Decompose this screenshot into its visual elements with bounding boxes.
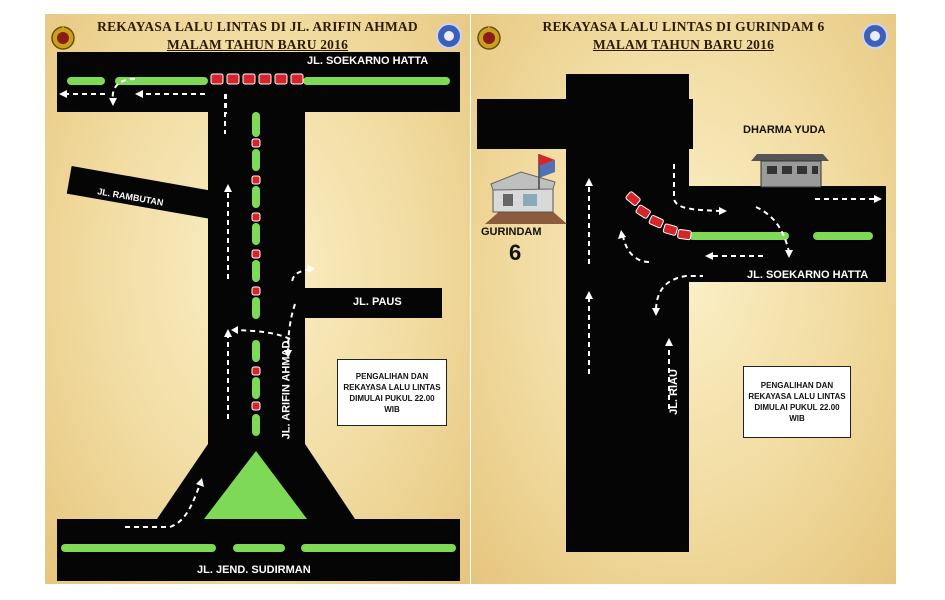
road-jl-riau [566,74,689,552]
road-barrier-row [625,191,692,241]
median [115,77,208,85]
median [61,544,216,552]
traffic-police-emblem-icon [436,23,462,49]
police-emblem-icon [51,25,75,50]
panel-title: REKAYASA LALU LINTAS DI JL. ARIFIN AHMAD [97,19,418,34]
building-icon [751,154,829,188]
notice-box: PENGALIHAN DAN REKAYASA LALU LINTAS DIMU… [743,366,851,438]
label-dharma-yuda: DHARMA YUDA [743,124,826,136]
arrowhead-icon [59,90,315,487]
arrowhead-icon [585,178,882,346]
label-jl-soekarno-hatta: JL. SOEKARNO HATTA [307,55,429,67]
road-paus [300,288,442,318]
panel-subtitle: MALAM TAHUN BARU 2016 [592,37,775,52]
traffic-diagram-left [59,73,456,552]
label-jl-soekarno-hatta: JL. SOEKARNO HATTA [747,269,869,281]
median [303,77,450,85]
median [67,77,105,85]
label-gurindam: GURINDAM [481,226,542,238]
police-emblem-icon [477,25,501,50]
median-barrier [251,138,261,411]
map-panel-arifin-ahmad: REKAYASA LALU LINTAS DI JL. ARIFIN AHMAD… [45,14,470,584]
median [233,544,285,552]
map-panel-gurindam-6: REKAYASA LALU LINTAS DI GURINDAM 6 MALAM… [471,14,896,584]
traffic-flow-arrows [588,164,876,409]
traffic-diagram-right [485,154,882,409]
label-gurindam-number: 6 [509,240,522,265]
traffic-island [204,451,307,519]
label-jl-riau: JL. RIAU [667,369,680,415]
center-median [252,112,260,436]
median [301,544,456,552]
label-jl-jend-sudirman: JL. JEND. SUDIRMAN [197,564,311,576]
median [813,232,873,240]
traffic-flow-arrows [65,78,311,528]
label-jl-arifin-ahmad: JL. ARIFIN AHMAD [280,340,293,440]
notice-box: PENGALIHAN DAN REKAYASA LALU LINTAS DIMU… [337,359,447,426]
road-barrier-row [210,73,304,85]
building-icon [485,171,567,224]
flag-icon [538,154,555,189]
panel-title: REKAYASA LALU LINTAS DI GURINDAM 6 [542,19,825,34]
median [689,232,789,240]
label-jl-paus: JL. PAUS [353,296,402,308]
panel-subtitle: MALAM TAHUN BARU 2016 [166,37,349,52]
traffic-police-emblem-icon [862,23,888,49]
